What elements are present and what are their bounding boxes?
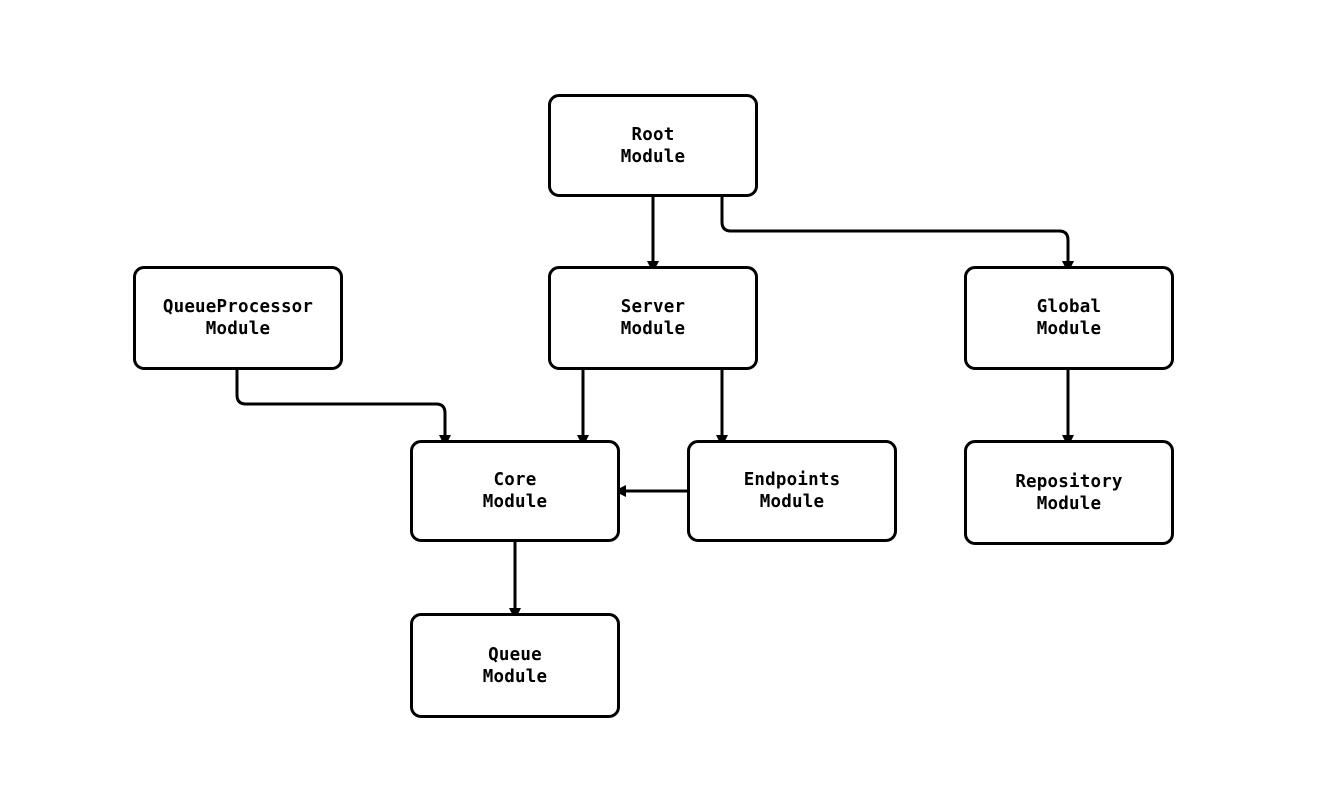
node-server[interactable]: Server Module (548, 266, 758, 370)
node-queue[interactable]: Queue Module (410, 613, 620, 718)
node-endpoints-label-line1: Endpoints (743, 470, 841, 490)
node-root-label-line1: Root (631, 124, 675, 145)
node-global[interactable]: Global Module (964, 266, 1174, 370)
node-queue-processor[interactable]: QueueProcessor Module (133, 266, 343, 370)
node-endpoints[interactable]: Endpoints Module (687, 440, 897, 542)
node-core[interactable]: Core Module (410, 440, 620, 542)
node-core-label-line1: Core (493, 470, 537, 490)
node-queue-label-line1: Queue (488, 644, 542, 665)
node-server-label-line1: Server (620, 297, 686, 317)
node-server-label-line2: Module (620, 319, 686, 339)
node-repository-label-line2: Module (1036, 493, 1102, 514)
node-queue-processor-label-line1: QueueProcessor (162, 297, 314, 317)
node-repository[interactable]: Repository Module (964, 440, 1174, 545)
edge-root-to-global (720, 197, 1074, 273)
edges-group (235, 197, 1074, 620)
node-queue-processor-label-line2: Module (205, 319, 271, 339)
node-repository-label-line1: Repository (1015, 471, 1123, 492)
node-root[interactable]: Root Module (548, 94, 758, 197)
node-global-label-line1: Global (1036, 297, 1102, 317)
node-global-label-line2: Module (1036, 319, 1102, 339)
node-endpoints-label-line2: Module (759, 492, 825, 512)
node-core-label-line2: Module (482, 492, 548, 512)
node-queue-label-line2: Module (482, 666, 548, 687)
node-root-label-line2: Module (620, 146, 686, 167)
edge-queueprocessor-to-core (235, 370, 451, 447)
